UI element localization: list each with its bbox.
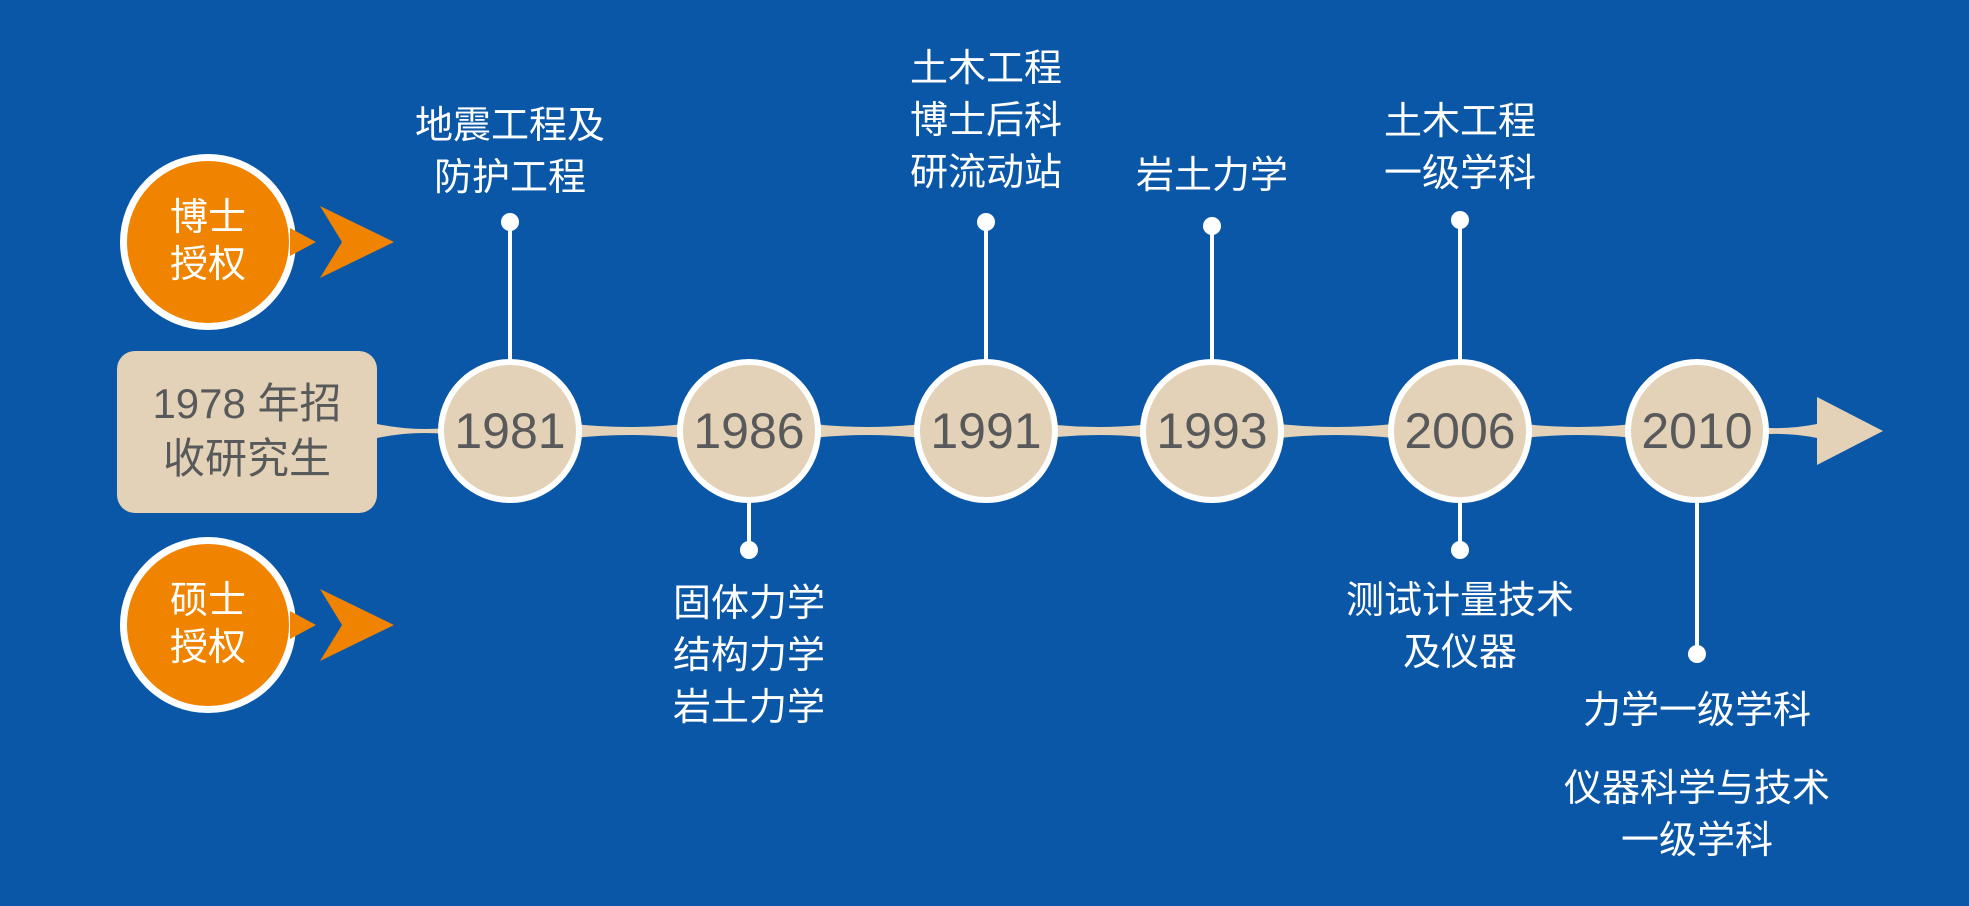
label-1991-line1: 土木工程 bbox=[909, 48, 1062, 90]
label-2010-instrument: 仪器科学与技术 一级学科 bbox=[1517, 763, 1877, 867]
badge-doctoral-line2: 授权 bbox=[169, 244, 246, 286]
connector-dot-2006-top bbox=[1451, 211, 1469, 229]
label-1991-line2: 博士后科 bbox=[909, 100, 1062, 142]
label-1981: 地震工程及 防护工程 bbox=[360, 100, 660, 204]
badge-doctoral-authorization: 博士 授权 bbox=[120, 154, 296, 330]
year-1993: 1993 bbox=[1156, 403, 1268, 459]
label-1986-line2: 结构力学 bbox=[672, 635, 825, 677]
label-2010-instrument-line2: 一级学科 bbox=[1620, 820, 1773, 862]
timeline-node-1981: 1981 bbox=[438, 359, 582, 503]
label-1993: 岩土力学 bbox=[1062, 150, 1362, 202]
year-1991: 1991 bbox=[930, 403, 1042, 459]
label-2010-instrument-line1: 仪器科学与技术 bbox=[1563, 768, 1830, 810]
origin-line2: 收研究生 bbox=[162, 435, 331, 482]
connector-dot-2010 bbox=[1688, 645, 1706, 663]
label-2010-mechanics: 力学一级学科 bbox=[1547, 685, 1847, 737]
doctoral-arrow-icon bbox=[290, 206, 394, 278]
label-1986-line1: 固体力学 bbox=[672, 583, 825, 625]
label-1981-line2: 防护工程 bbox=[433, 157, 586, 199]
label-2006-bottom: 测试计量技术 及仪器 bbox=[1310, 575, 1610, 679]
label-1981-line1: 地震工程及 bbox=[414, 105, 605, 147]
connector-line-1986 bbox=[747, 500, 751, 552]
connector-line-2010 bbox=[1695, 500, 1699, 656]
year-1981: 1981 bbox=[454, 403, 566, 459]
label-1986: 固体力学 结构力学 岩土力学 bbox=[599, 578, 899, 734]
label-1993-line1: 岩土力学 bbox=[1135, 155, 1288, 197]
connector-dot-1981 bbox=[501, 213, 519, 231]
origin-line1: 1978 年招 bbox=[152, 380, 342, 428]
connector-dot-2006-bottom bbox=[1451, 541, 1469, 559]
origin-box-1978: 1978 年招 收研究生 bbox=[117, 351, 377, 513]
label-2010-mechanics-line1: 力学一级学科 bbox=[1582, 690, 1811, 732]
connector-line-1991 bbox=[984, 222, 988, 362]
badge-master-line2: 授权 bbox=[169, 627, 246, 669]
label-2006-top-line2: 一级学科 bbox=[1383, 153, 1536, 195]
timeline-node-1993: 1993 bbox=[1140, 359, 1284, 503]
label-2006-bottom-line1: 测试计量技术 bbox=[1345, 580, 1574, 622]
connector-line-1981 bbox=[508, 222, 512, 362]
connector-dot-1993 bbox=[1203, 217, 1221, 235]
year-2010: 2010 bbox=[1641, 403, 1753, 459]
timeline-node-1991: 1991 bbox=[914, 359, 1058, 503]
connector-line-1993 bbox=[1210, 226, 1214, 362]
label-1986-line3: 岩土力学 bbox=[672, 687, 825, 729]
badge-master-line1: 硕士 bbox=[169, 579, 246, 622]
label-1991-line3: 研流动站 bbox=[909, 152, 1062, 194]
label-2006-top: 土木工程 一级学科 bbox=[1310, 96, 1610, 200]
badge-doctoral-line1: 博士 bbox=[169, 196, 246, 239]
year-2006: 2006 bbox=[1404, 403, 1516, 459]
timeline-node-2010: 2010 bbox=[1625, 359, 1769, 503]
label-2006-top-line1: 土木工程 bbox=[1383, 101, 1536, 143]
timeline-node-1986: 1986 bbox=[677, 359, 821, 503]
year-1986: 1986 bbox=[693, 403, 805, 459]
connector-dot-1991 bbox=[977, 213, 995, 231]
connector-line-2006-bottom bbox=[1458, 500, 1462, 552]
label-2006-bottom-line2: 及仪器 bbox=[1402, 632, 1517, 674]
connector-line-2006-top bbox=[1458, 220, 1462, 362]
label-1991: 土木工程 博士后科 研流动站 bbox=[836, 43, 1136, 199]
master-arrow-icon bbox=[290, 589, 394, 661]
badge-master-authorization: 硕士 授权 bbox=[120, 537, 296, 713]
connector-dot-1986 bbox=[740, 541, 758, 559]
timeline-node-2006: 2006 bbox=[1388, 359, 1532, 503]
